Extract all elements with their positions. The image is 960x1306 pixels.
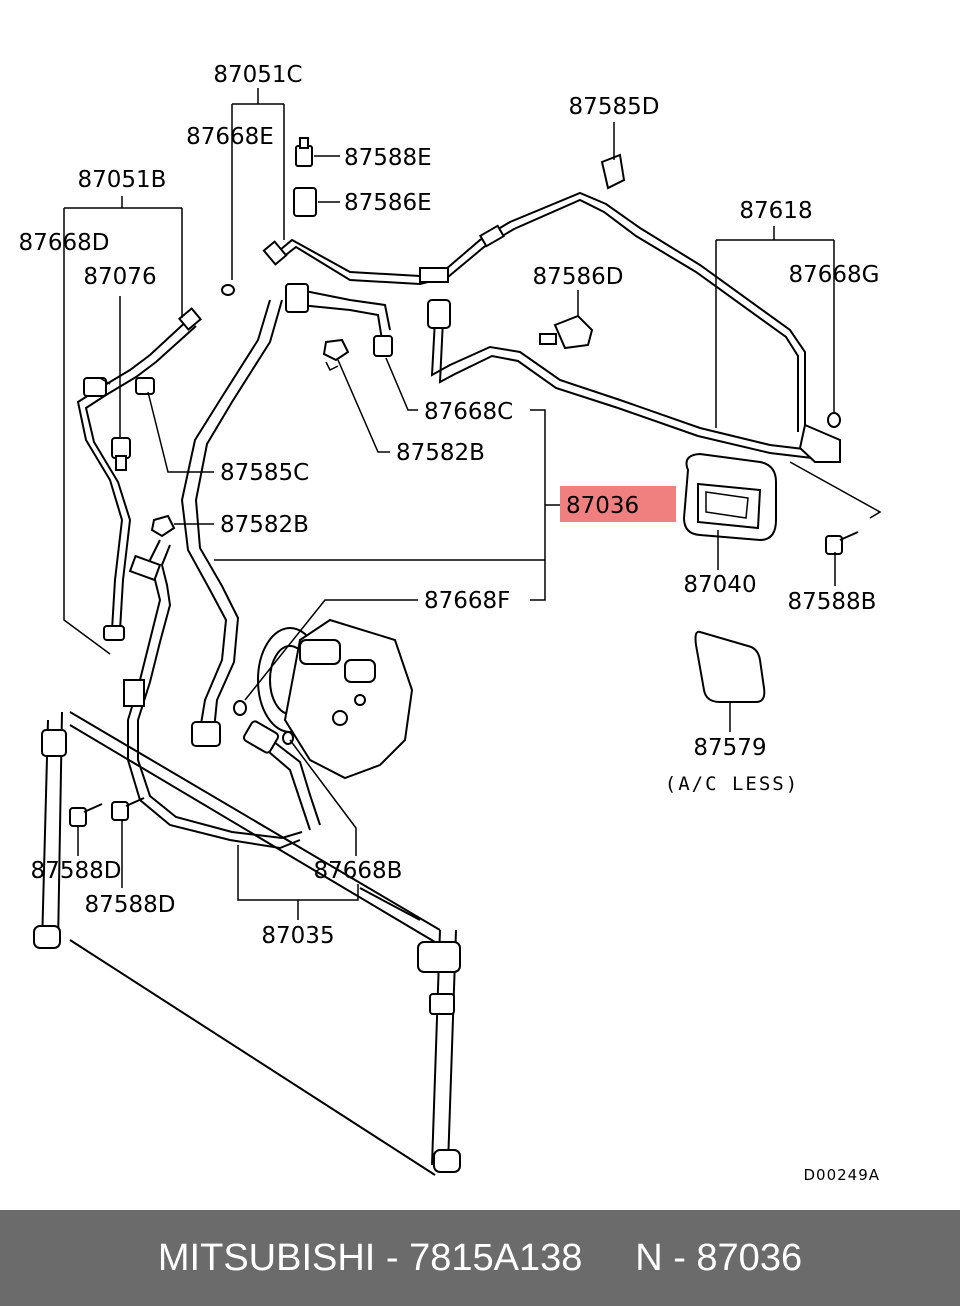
label-87051b[interactable]: 87051B: [78, 167, 167, 193]
highlight-87036: [560, 486, 676, 522]
footer-part-info: MITSUBISHI - 7815A138 N - 87036: [157, 1237, 803, 1279]
footer-bar: MITSUBISHI - 7815A138 N - 87036: [0, 1210, 960, 1306]
small-parts: [69, 137, 859, 827]
pipe-87051c: [262, 191, 821, 441]
label-87668e[interactable]: 87668E: [186, 124, 274, 150]
label-87588d-a[interactable]: 87588D: [31, 858, 122, 884]
condenser: [33, 711, 461, 1176]
label-ac-less: (A/C LESS): [665, 773, 799, 795]
label-87582b-top[interactable]: 87582B: [396, 440, 485, 466]
label-87051c[interactable]: 87051C: [213, 62, 302, 88]
pipe-87036: [427, 299, 841, 463]
parts-diagram: 87051C 87668E 87588E 87586E 87585D 87051…: [19, 62, 882, 1184]
label-87040[interactable]: 87040: [683, 572, 756, 598]
label-87588e[interactable]: 87588E: [344, 145, 432, 171]
label-87586e[interactable]: 87586E: [344, 190, 432, 216]
pipe-87051b: [76, 307, 203, 641]
leader-lines: [63, 88, 882, 920]
label-87035[interactable]: 87035: [261, 923, 334, 949]
switch-87076: [111, 437, 131, 471]
label-87036[interactable]: 87036: [566, 493, 639, 519]
label-87668d[interactable]: 87668D: [19, 230, 110, 256]
compressor: [257, 618, 414, 780]
label-87588d-b[interactable]: 87588D: [85, 892, 176, 918]
label-87668c[interactable]: 87668C: [424, 399, 513, 425]
diagram-code: D00249A: [803, 1166, 880, 1184]
label-87579[interactable]: 87579: [693, 735, 766, 761]
label-87586d[interactable]: 87586D: [533, 264, 624, 290]
label-87668b[interactable]: 87668B: [314, 858, 403, 884]
label-87668f[interactable]: 87668F: [424, 588, 510, 614]
part-labels: 87051C 87668E 87588E 87586E 87585D 87051…: [19, 62, 880, 1184]
label-87585c[interactable]: 87585C: [220, 460, 309, 486]
grommet-87040: [682, 452, 777, 542]
label-87668g[interactable]: 87668G: [789, 262, 880, 288]
label-87588b[interactable]: 87588B: [788, 589, 877, 615]
label-87076[interactable]: 87076: [83, 264, 156, 290]
label-87585d[interactable]: 87585D: [569, 94, 660, 120]
plate-87579: [694, 630, 766, 703]
hose-87035: [123, 283, 391, 850]
label-87582b-mid[interactable]: 87582B: [220, 512, 309, 538]
label-87618[interactable]: 87618: [739, 198, 812, 224]
